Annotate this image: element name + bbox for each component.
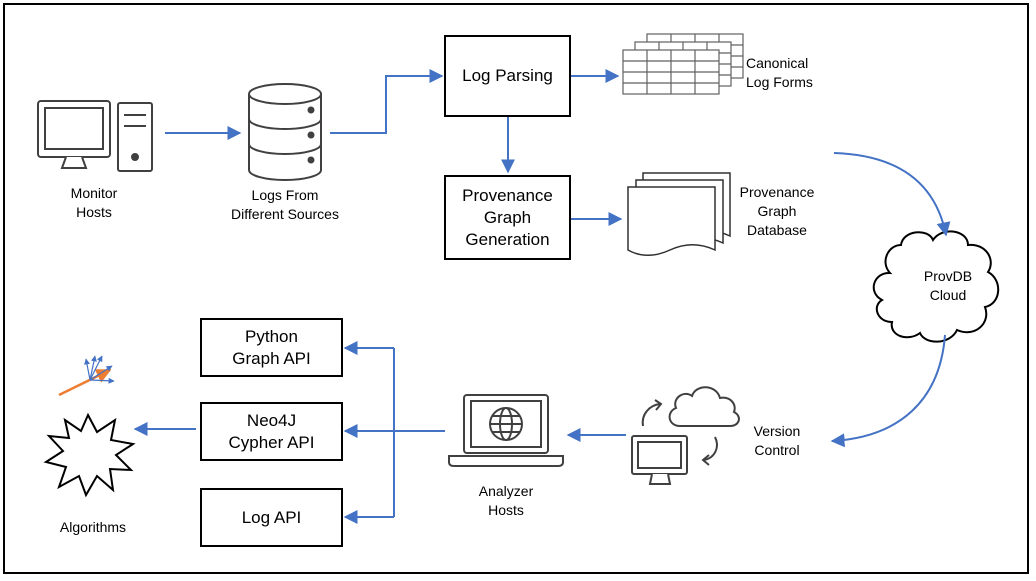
provenance-generation-box: Provenance Graph Generation: [444, 175, 571, 260]
cloud-line-2: Cloud: [929, 287, 967, 303]
database-line-1: Provenance: [739, 184, 815, 200]
logs-label: Logs From Different Sources: [215, 186, 355, 224]
neo4j-api-line-2: Cypher API: [228, 432, 315, 452]
python-api-line-2: Graph API: [232, 348, 311, 368]
provenance-generation-line-3: Generation: [465, 229, 550, 249]
log-api-label: Log API: [241, 507, 302, 527]
monitor-hosts-label: Monitor Hosts: [44, 184, 144, 222]
analyzer-line-2: Hosts: [488, 502, 524, 518]
version-line-1: Version: [753, 423, 801, 439]
table-stack-icon: [622, 33, 744, 95]
database-icon: [248, 83, 322, 181]
canonical-line-2: Log Forms: [746, 74, 813, 90]
python-graph-api-box: Python Graph API: [200, 318, 343, 377]
analyzer-hosts-label: Analyzer Hosts: [456, 482, 556, 520]
cloud-sync-icon: [631, 386, 740, 485]
provenance-database-label: Provenance Graph Database: [727, 183, 827, 240]
desktop-computer-icon: [37, 100, 153, 172]
canonical-forms-label: Canonical Log Forms: [746, 54, 813, 92]
version-line-2: Control: [754, 442, 800, 458]
arrow-logs-to-parsing: [330, 69, 444, 134]
provenance-generation-line-1: Provenance: [462, 185, 553, 205]
laptop-globe-icon: [448, 394, 564, 467]
monitor-hosts-line-2: Hosts: [76, 204, 112, 220]
vector-spray-icon: [58, 355, 115, 397]
version-control-label: Version Control: [727, 422, 827, 460]
log-api-box: Log API: [200, 488, 343, 547]
logs-line-2: Different Sources: [231, 206, 339, 222]
python-api-line-1: Python: [245, 326, 298, 346]
log-parsing-label: Log Parsing: [462, 66, 553, 85]
provdb-cloud-label: ProvDB Cloud: [898, 267, 998, 305]
neo4j-cypher-api-box: Neo4J Cypher API: [200, 402, 343, 461]
document-stack-icon: [627, 172, 731, 256]
arrow-pipeline-to-cloud: [833, 152, 951, 237]
cloud-line-1: ProvDB: [923, 268, 973, 284]
log-parsing-box: Log Parsing: [444, 35, 571, 117]
database-line-3: Database: [747, 222, 807, 238]
analyzer-line-1: Analyzer: [478, 483, 534, 499]
canonical-line-1: Canonical: [746, 55, 809, 71]
database-line-2: Graph: [757, 203, 797, 219]
explosion-icon: [43, 412, 136, 498]
provenance-generation-line-2: Graph: [483, 207, 532, 227]
logs-line-1: Logs From: [251, 187, 319, 203]
neo4j-api-line-1: Neo4J: [246, 410, 297, 430]
arrow-cloud-to-version-control: [830, 334, 946, 448]
algorithms-label: Algorithms: [59, 519, 127, 535]
cloud-icon: [872, 230, 1000, 343]
monitor-hosts-line-1: Monitor: [70, 185, 118, 201]
diagram-frame: [3, 3, 1029, 574]
